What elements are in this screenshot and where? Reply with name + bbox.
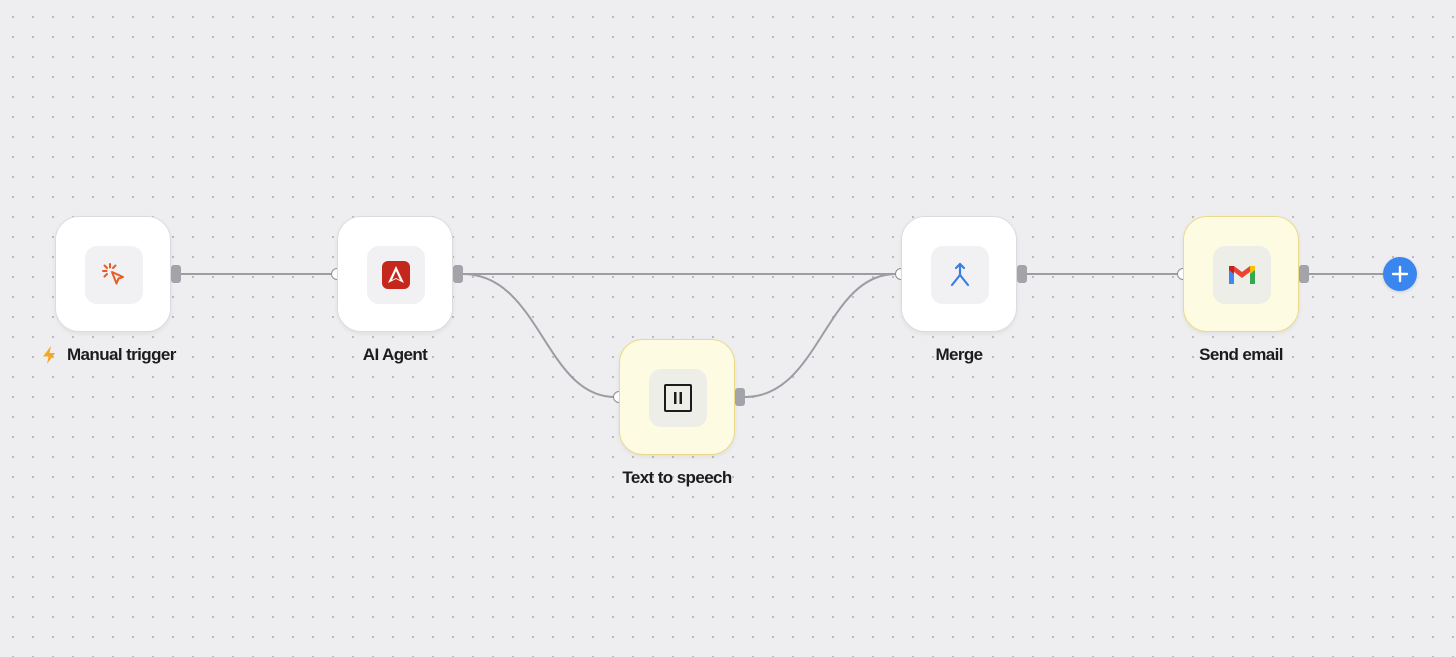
connection-tts-to-merge xyxy=(744,273,897,398)
node-send-email[interactable] xyxy=(1183,216,1299,332)
node-label-manual-trigger: Manual trigger xyxy=(67,345,176,364)
node-label-send-email: Send email xyxy=(1199,345,1283,364)
node-label-ai-agent: AI Agent xyxy=(362,345,428,364)
node-manual-trigger[interactable] xyxy=(55,216,171,332)
cursor-click-icon xyxy=(102,263,124,285)
node-merge[interactable] xyxy=(901,216,1017,332)
connection-agent-to-tts xyxy=(462,273,616,398)
gmail-icon xyxy=(1229,266,1255,284)
lightning-bolt-icon xyxy=(43,346,55,364)
plus-icon xyxy=(1391,265,1409,283)
node-text-to-speech[interactable] xyxy=(619,339,735,455)
output-port[interactable] xyxy=(1017,265,1027,283)
output-port[interactable] xyxy=(453,265,463,283)
output-port[interactable] xyxy=(171,265,181,283)
ai-agent-logo-icon xyxy=(382,261,410,289)
pause-icon xyxy=(664,384,692,412)
node-ai-agent[interactable] xyxy=(337,216,453,332)
output-port[interactable] xyxy=(735,388,745,406)
add-node-button[interactable] xyxy=(1383,257,1417,291)
output-port[interactable] xyxy=(1299,265,1309,283)
node-label-text-to-speech: Text to speech xyxy=(622,468,732,487)
node-label-merge: Merge xyxy=(935,345,983,364)
merge-arrow-icon xyxy=(950,262,970,287)
